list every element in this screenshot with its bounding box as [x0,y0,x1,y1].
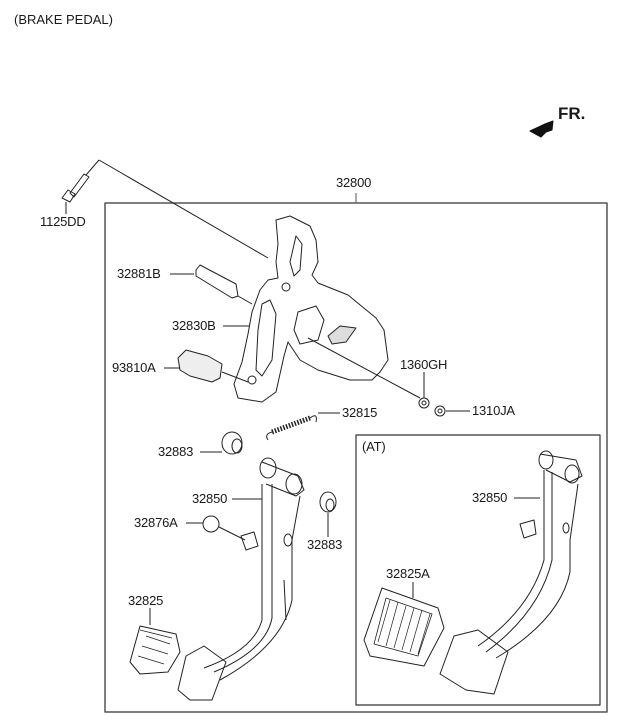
nut-1360gh [418,372,430,409]
pin-part [170,264,253,305]
callout-bushing-left: 32883 [158,444,194,459]
bushing-right [319,491,337,537]
at-pedal-pad-part [363,582,445,667]
callout-spring: 32815 [342,405,378,420]
callout-nut-small: 1360GH [400,357,448,372]
stopper-part [186,515,259,551]
callout-pin: 32881B [117,266,161,281]
callout-pedal-pad: 32825 [128,593,164,608]
callout-bushing-right: 32883 [307,537,343,552]
at-inset-frame [355,434,601,706]
at-pedal-arm-part [439,450,583,695]
bushing-left [200,431,243,455]
at-callout-pedal-pad: 32825A [386,566,430,581]
arrow-forward-icon [529,120,554,138]
at-inset-label: (AT) [362,439,386,454]
spring-part [266,412,340,441]
callout-bolt: 1125DD [40,214,86,229]
callout-nut: 1310JA [472,403,515,418]
nut-1310ja [434,405,470,417]
callout-switch: 93810A [112,360,156,375]
pedal-arm-part [177,457,305,701]
callout-assembly: 32800 [336,175,372,190]
front-direction-label: FR. [558,104,586,123]
callout-stopper: 32876A [134,515,178,530]
diagram-title: (BRAKE PEDAL) [14,12,113,27]
switch-part [164,349,249,383]
pedal-pad-part [129,608,181,675]
at-callout-pedal-arm: 32850 [472,490,508,505]
bolt-part [61,159,269,259]
callout-pedal-arm: 32850 [192,491,228,506]
callout-bracket: 32830B [172,318,216,333]
bracket-part [233,215,421,403]
